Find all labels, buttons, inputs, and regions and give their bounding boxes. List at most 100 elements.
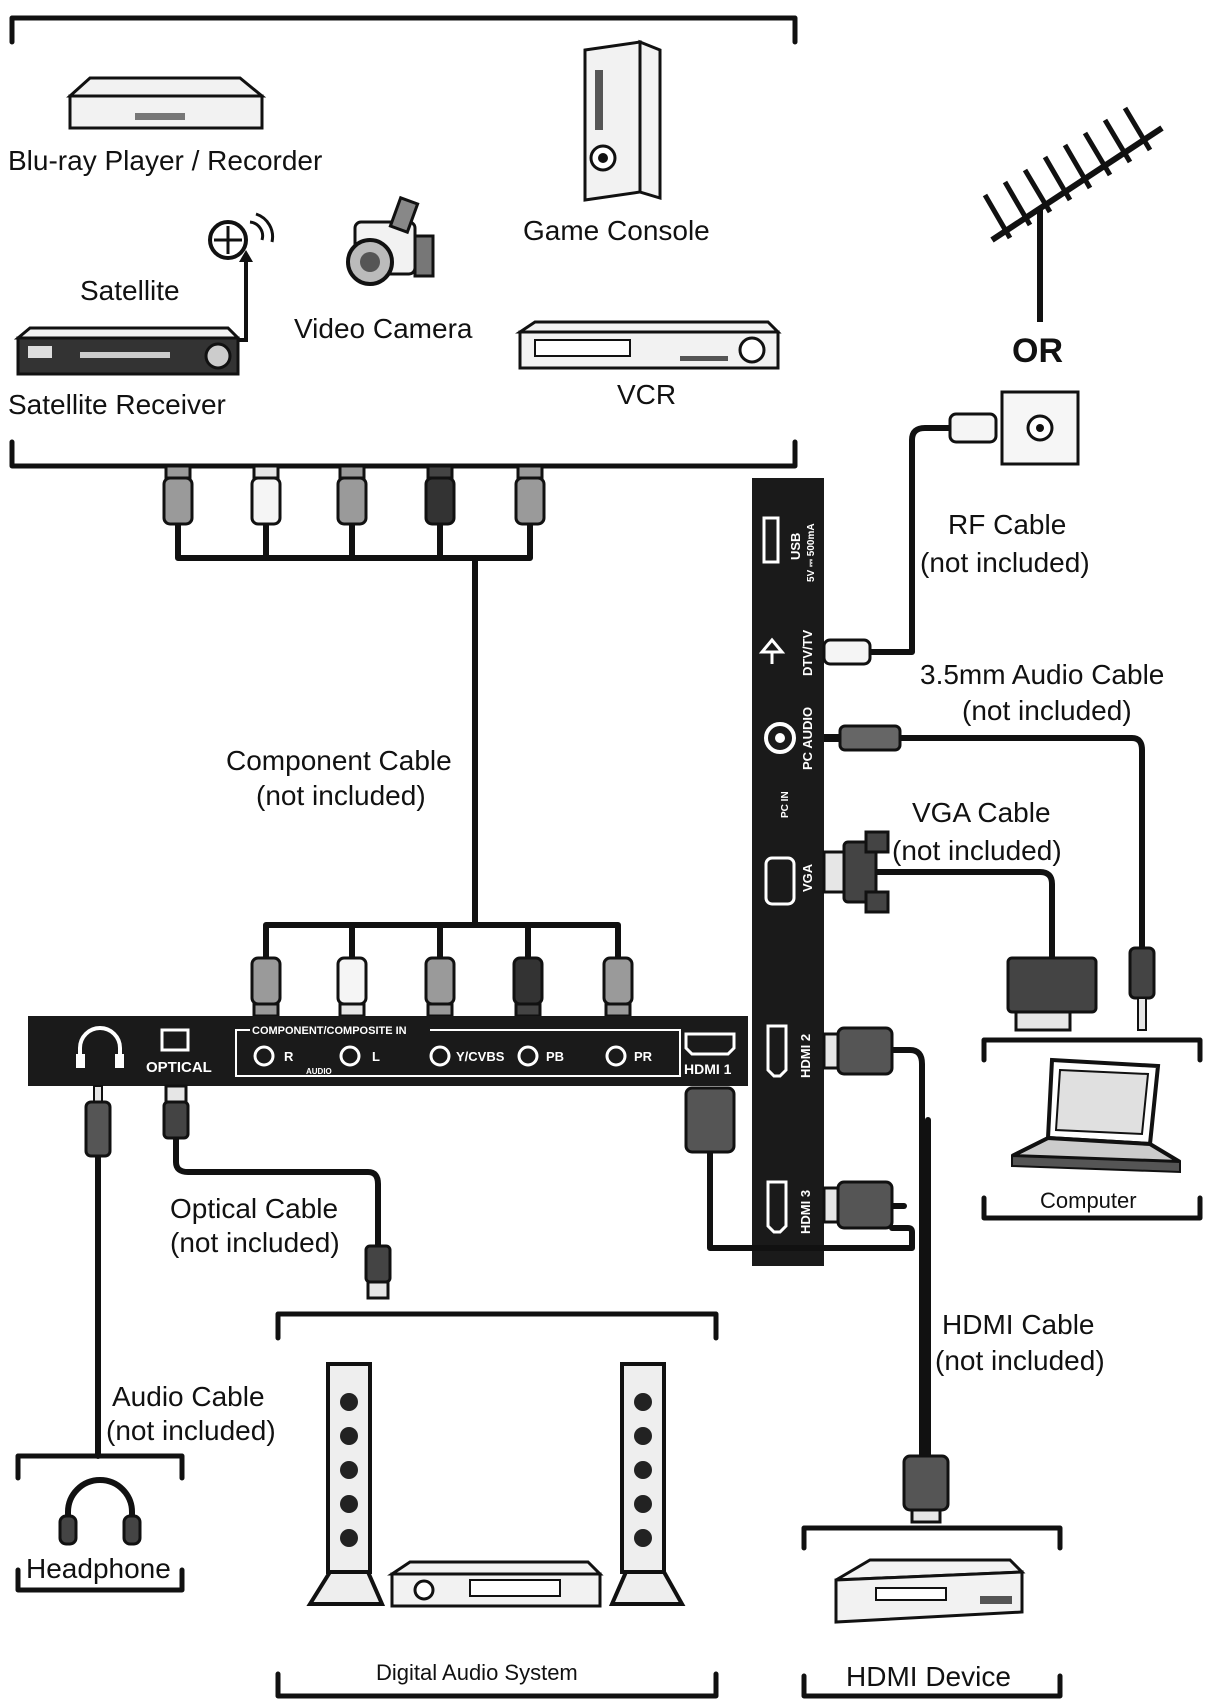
hdmi-device-bracket-bottom bbox=[801, 1673, 1063, 1699]
dtv-label: DTV/TV bbox=[800, 629, 815, 676]
plug-top-2 bbox=[252, 464, 280, 480]
vcr-icon bbox=[515, 320, 782, 370]
antenna-group: OR bbox=[982, 106, 1164, 466]
bluray-label: Blu-ray Player / Recorder bbox=[8, 145, 322, 176]
wall-outlet-icon bbox=[1000, 390, 1080, 466]
hdmi-cables bbox=[684, 1026, 950, 1524]
hdmi-device-icon bbox=[834, 1558, 1026, 1624]
rf-cable bbox=[822, 412, 998, 666]
vga-cable-label: VGA Cable bbox=[912, 797, 1051, 828]
plug-top-4 bbox=[426, 464, 454, 480]
optical-cable bbox=[162, 1084, 392, 1300]
satellite-dish-icon bbox=[208, 212, 275, 342]
plug-bottom-3 bbox=[424, 956, 456, 1006]
source-devices-group: Blu-ray Player / Recorder Game Console S… bbox=[8, 15, 798, 469]
tv-bottom-panel: OPTICAL COMPONENT/COMPOSITE IN R L AUDIO… bbox=[28, 1016, 748, 1086]
vga-cable bbox=[822, 830, 1098, 1032]
satellite-label: Satellite bbox=[80, 275, 180, 306]
hdmi3-plug bbox=[836, 1180, 894, 1230]
ycvbs-label: Y/CVBS bbox=[456, 1049, 505, 1064]
computer-label: Computer bbox=[1040, 1188, 1137, 1213]
audio-l-label: L bbox=[372, 1049, 380, 1064]
component-cable-top bbox=[162, 464, 546, 928]
pr-label: PR bbox=[634, 1049, 653, 1064]
hdmi1-port-icon bbox=[684, 1032, 736, 1056]
headphone-bracket-top bbox=[15, 1453, 185, 1481]
plug-top-5 bbox=[516, 464, 544, 480]
pb-port-icon bbox=[517, 1045, 539, 1067]
hdmi-device-label: HDMI Device bbox=[846, 1661, 1011, 1692]
usb-rating-label: 5V ⎓ 500mA bbox=[806, 523, 817, 582]
audio-l-port-icon bbox=[339, 1045, 361, 1067]
rf-cable-note: (not included) bbox=[920, 547, 1090, 578]
hdmi-device-bracket-top bbox=[801, 1525, 1063, 1551]
usb-label: USB bbox=[788, 533, 803, 560]
hdmi-device-plug bbox=[902, 1454, 950, 1512]
headphone-bracket-bottom bbox=[15, 1567, 185, 1593]
bluray-player-icon bbox=[66, 76, 267, 130]
tv-side-panel: USB 5V ⎓ 500mA DTV/TV PC AUDIO PC IN VGA… bbox=[752, 478, 824, 1266]
video-camera-label: Video Camera bbox=[294, 313, 473, 344]
component-port-group bbox=[235, 1029, 681, 1077]
audio-r-label: R bbox=[284, 1049, 294, 1064]
component-cable-label: Component Cable bbox=[226, 745, 452, 776]
hdmi2-port-icon bbox=[766, 1024, 788, 1078]
speaker-right-icon bbox=[608, 1362, 686, 1606]
vcr-label: VCR bbox=[617, 379, 676, 410]
pc-audio-label: PC AUDIO bbox=[800, 707, 815, 770]
speaker-left-icon bbox=[306, 1362, 386, 1606]
hdmi1-plug bbox=[684, 1086, 736, 1154]
source-bracket-bottom bbox=[9, 439, 798, 469]
plug-top-1 bbox=[164, 464, 192, 480]
digital-audio-bracket-top bbox=[275, 1311, 719, 1341]
pc-audio-cable-note: (not included) bbox=[962, 695, 1132, 726]
component-port-header: COMPONENT/COMPOSITE IN bbox=[252, 1025, 407, 1037]
hdmi3-label: HDMI 3 bbox=[798, 1190, 813, 1234]
pc-audio-port-icon bbox=[764, 722, 796, 754]
audio-cable-label: Audio Cable bbox=[112, 1381, 265, 1412]
audio-r-port-icon bbox=[253, 1045, 275, 1067]
headphone-port-icon bbox=[76, 1026, 124, 1068]
digital-audio-bracket-bottom bbox=[275, 1671, 719, 1699]
plug-bottom-2 bbox=[336, 956, 368, 1006]
vga-port-icon bbox=[764, 856, 796, 906]
vga-cable-note: (not included) bbox=[892, 835, 1062, 866]
hdmi2-plug bbox=[836, 1026, 894, 1076]
hdmi3-port-icon bbox=[766, 1180, 788, 1234]
digital-audio-label: Digital Audio System bbox=[376, 1660, 578, 1685]
computer-group: Computer bbox=[981, 1037, 1203, 1221]
hdmi-cable-note: (not included) bbox=[935, 1345, 1105, 1376]
optical-port-label: OPTICAL bbox=[146, 1059, 212, 1076]
component-cable-bottom bbox=[250, 922, 634, 1018]
optical-port-icon bbox=[160, 1028, 190, 1052]
pc-audio-cable-label: 3.5mm Audio Cable bbox=[920, 659, 1164, 690]
optical-cable-note: (not included) bbox=[170, 1227, 340, 1258]
headphone-icon bbox=[58, 1477, 142, 1546]
vga-label: VGA bbox=[800, 863, 815, 892]
video-camera-icon bbox=[346, 195, 435, 286]
pr-port-icon bbox=[605, 1045, 627, 1067]
hdmi1-label: HDMI 1 bbox=[684, 1061, 732, 1077]
satellite-receiver-label: Satellite Receiver bbox=[8, 389, 226, 420]
laptop-icon bbox=[1011, 1057, 1182, 1174]
game-console-icon bbox=[583, 39, 662, 202]
game-console-label: Game Console bbox=[523, 215, 710, 246]
audio-group-label: AUDIO bbox=[306, 1067, 332, 1076]
or-label: OR bbox=[1012, 332, 1063, 370]
computer-bracket-top bbox=[981, 1037, 1203, 1063]
satellite-receiver-icon bbox=[13, 326, 242, 376]
headphone-group: Headphone bbox=[15, 1453, 185, 1593]
rf-cable-label: RF Cable bbox=[948, 509, 1066, 540]
antenna-icon bbox=[982, 106, 1164, 322]
pc-audio-cable bbox=[824, 724, 1156, 1031]
usb-port-icon bbox=[762, 516, 780, 564]
antenna-port-icon bbox=[758, 637, 786, 664]
tv-side-panel-body bbox=[752, 478, 824, 1266]
plug-top-3 bbox=[338, 464, 366, 480]
computer-bracket-bottom bbox=[981, 1195, 1203, 1221]
source-bracket-top bbox=[9, 15, 798, 45]
ycvbs-port-icon bbox=[429, 1045, 451, 1067]
hdmi-cable-label: HDMI Cable bbox=[942, 1309, 1094, 1340]
hdmi-device-group: HDMI Device bbox=[801, 1525, 1063, 1699]
